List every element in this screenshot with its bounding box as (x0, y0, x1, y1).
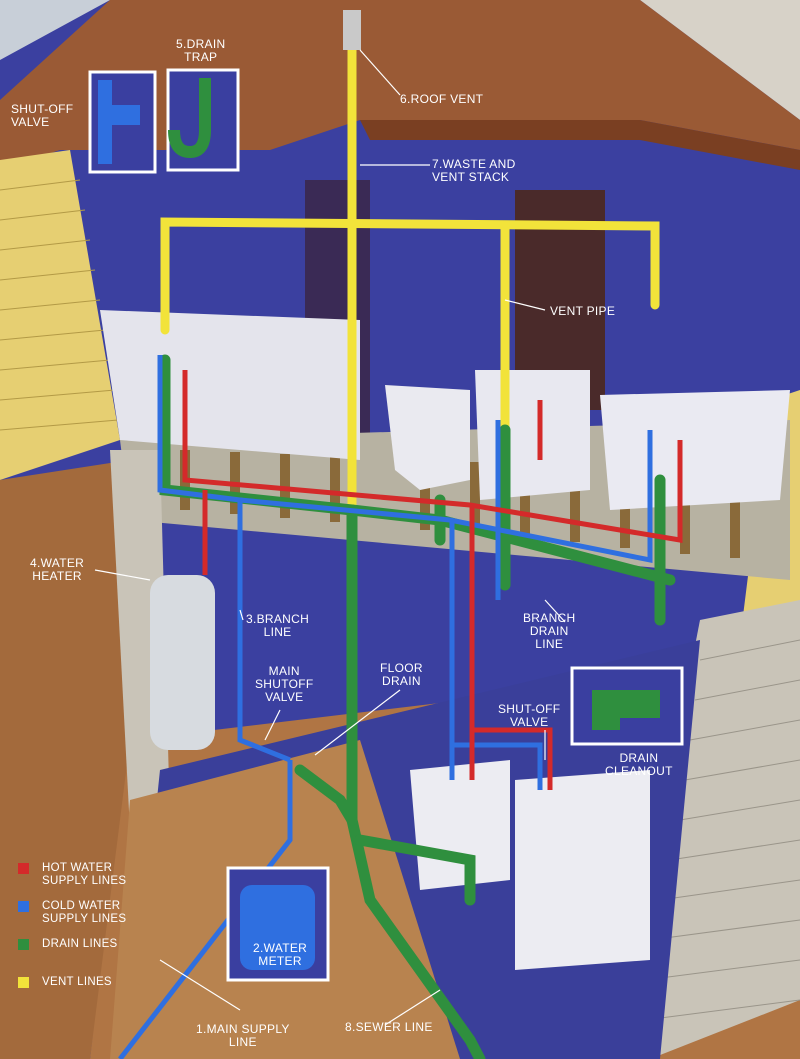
legend-label-drain: DRAIN LINES (42, 938, 118, 950)
label-vent-pipe: VENT PIPE (550, 304, 616, 318)
roof-vent-cap (343, 10, 361, 50)
label-roof-vent: 6.ROOF VENT (400, 92, 484, 106)
bathtub (600, 390, 790, 510)
callout-lines (94, 49, 566, 1026)
hot-water-lines (182, 370, 683, 790)
legend-swatch-cold (18, 901, 29, 912)
cold-water-lines (118, 355, 653, 1059)
legend-swatch-vent (18, 977, 29, 988)
legend-swatch-drain (18, 939, 29, 950)
washing-machine (515, 770, 650, 970)
sky (0, 0, 110, 60)
inset-shutoff-valve (88, 70, 157, 174)
laundry-sink (410, 760, 510, 890)
sink-cabinet (475, 370, 590, 500)
earth-left (0, 460, 150, 1059)
roof-edge (360, 120, 800, 170)
siding-lines (0, 179, 119, 431)
water-heater-tank (150, 575, 215, 750)
inset-drain-cleanout (570, 666, 684, 746)
legend-swatch-hot (18, 863, 29, 874)
vanity-counter (100, 310, 360, 460)
legend-label-vent: VENT LINES (42, 976, 112, 988)
block-lines (644, 639, 800, 1021)
vent-lines (160, 35, 660, 515)
toilet (385, 385, 470, 490)
inset-water-meter (226, 866, 330, 982)
inset-drain-trap (166, 68, 240, 172)
label-sewer-line: 8.SEWER LINE (345, 1020, 433, 1034)
foundation-right (640, 600, 800, 1059)
